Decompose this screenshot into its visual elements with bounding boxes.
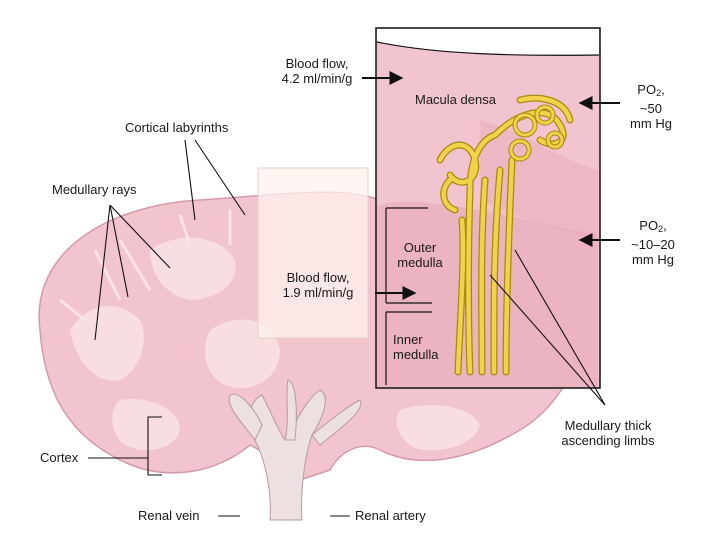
po2-medulla-suffix: , <box>663 218 667 233</box>
thick-ascending-limbs-label: Medullary thick ascending limbs <box>548 418 668 448</box>
outer-medulla-line2: medulla <box>397 255 443 270</box>
po2-medulla-sub: 2 <box>658 224 664 234</box>
arrows <box>362 71 620 300</box>
cortical-labyrinths-label: Cortical labyrinths <box>125 120 229 135</box>
leader-lines <box>88 139 606 517</box>
cortex-label: Cortex <box>40 450 79 465</box>
thick-limbs-line2: ascending limbs <box>561 433 655 448</box>
blood-flow-medulla-line2: 1.9 ml/min/g <box>282 285 354 300</box>
outer-medulla-label: Outer medulla <box>390 240 450 270</box>
po2-medulla-value: ~10–20 <box>631 237 675 252</box>
blood-flow-cortex-line2: 4.2 ml/min/g <box>281 71 353 86</box>
blood-flow-cortex-line1: Blood flow, <box>285 56 349 71</box>
po2-cortex-sub: 2 <box>656 88 662 98</box>
tubule-bundle <box>436 94 574 376</box>
inner-medulla-line1: Inner <box>393 332 423 347</box>
zoom-source-region <box>257 167 369 339</box>
outer-medulla-line1: Outer <box>403 240 437 255</box>
po2-cortex-prefix: PO <box>637 82 657 97</box>
po2-cortex-unit: mm Hg <box>630 116 672 131</box>
inset-panel <box>375 27 601 389</box>
renal-vein-label: Renal vein <box>138 508 200 523</box>
po2-medulla-prefix: PO <box>639 218 659 233</box>
thick-limbs-line1: Medullary thick <box>564 418 652 433</box>
renal-artery-label: Renal artery <box>355 508 426 523</box>
po2-cortex-suffix: , <box>661 82 665 97</box>
po2-medulla-label: PO2, ~10–20 mm Hg <box>622 218 684 267</box>
medullary-rays-label: Medullary rays <box>52 182 137 197</box>
renal-vessels <box>228 379 362 521</box>
blood-flow-cortex-label: Blood flow, 4.2 ml/min/g <box>272 56 362 86</box>
po2-cortex-value: ~50 <box>639 101 663 116</box>
blood-flow-medulla-label: Blood flow, 1.9 ml/min/g <box>268 270 368 300</box>
inner-medulla-line2: medulla <box>393 347 439 362</box>
po2-medulla-unit: mm Hg <box>632 252 674 267</box>
inner-medulla-label: Inner medulla <box>393 332 439 362</box>
macula-densa-label: Macula densa <box>415 92 496 107</box>
po2-cortex-label: PO2, ~50 mm Hg <box>622 82 680 131</box>
blood-flow-medulla-line1: Blood flow, <box>286 270 350 285</box>
